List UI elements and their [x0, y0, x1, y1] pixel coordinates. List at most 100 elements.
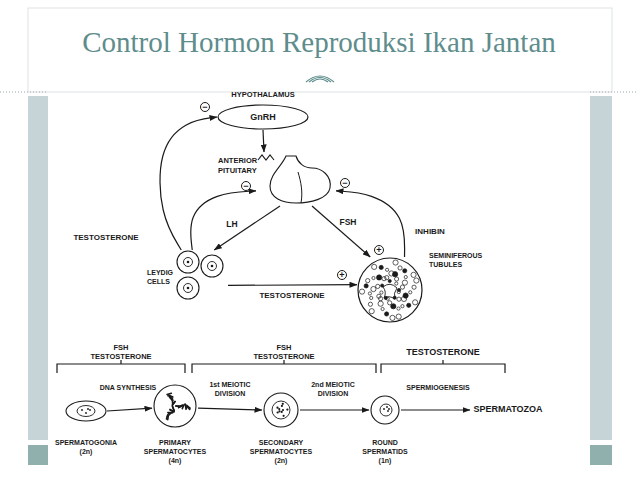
tubule-cell — [401, 305, 404, 308]
chromosome — [172, 402, 175, 405]
tubule-cell — [377, 294, 381, 298]
feedback-sign: − — [340, 178, 350, 188]
shape-outline — [256, 152, 336, 206]
chromatin — [87, 408, 89, 410]
tubule-cell — [407, 303, 411, 307]
tubule-cell — [411, 272, 416, 277]
tubule-cell — [390, 315, 395, 320]
tubule-cell — [378, 301, 383, 306]
tubule-cell — [412, 285, 416, 289]
chromatin — [278, 408, 280, 410]
tubule-cell — [380, 291, 383, 294]
stalk-zigzag — [258, 155, 274, 160]
tubule-cell — [359, 289, 364, 294]
tubule-cell — [398, 266, 402, 270]
cell-outline — [201, 255, 223, 277]
chromatin — [277, 411, 279, 413]
cell-nucleus — [208, 262, 217, 271]
cell-outline — [371, 396, 399, 424]
pituitary-gland: ANTERIOR PITUITARY — [256, 152, 336, 206]
chromatin — [278, 410, 280, 412]
tubule-cell — [401, 296, 406, 301]
hormone-label: TESTOSTERONE — [90, 352, 151, 361]
tubule-cell — [404, 275, 407, 278]
tubule-cell — [409, 291, 412, 294]
cell-outline — [177, 277, 199, 299]
chromatin — [383, 408, 385, 410]
tubule-cell — [372, 276, 375, 279]
nucleolus — [187, 261, 190, 264]
chromatin — [286, 408, 288, 410]
hormone-arrow — [214, 206, 280, 250]
chromosome — [170, 397, 173, 400]
tubule-cell — [369, 309, 374, 314]
chromatin — [89, 409, 91, 411]
chromatin — [386, 406, 388, 408]
tubule-cell — [396, 314, 401, 319]
node-label: PRIMARY SPERMATOCYTES — [135, 438, 215, 456]
hormone-arrow — [300, 409, 369, 410]
tubule-cell — [379, 265, 383, 269]
gland-outline — [270, 156, 330, 203]
node-label: SPERMATOGONIA — [46, 438, 126, 447]
edge-label: DNA SYNTHESIS — [88, 383, 168, 392]
feedback-sign: + — [374, 245, 384, 255]
chromatin — [276, 407, 278, 409]
node-label: HYPOTHALAMUS — [203, 90, 323, 100]
node-label: SPERMATOZOA — [470, 404, 546, 415]
title-ornament — [306, 76, 334, 82]
germ-cell: PRIMARY SPERMATOCYTES(4n) — [152, 384, 198, 428]
chromosome — [166, 415, 167, 419]
node-sublabel: (1n) — [345, 456, 425, 465]
edge-label: LH — [217, 219, 247, 230]
tubule-cell — [388, 279, 391, 282]
shape-outline — [369, 395, 401, 425]
nucleolus — [211, 265, 214, 268]
ellipse-outline — [218, 105, 308, 129]
leydig-cells: LEYDIG CELLS — [173, 250, 228, 302]
dotted-rule — [0, 92, 48, 93]
edge-label: 1st MEIOTIC DIVISION — [201, 380, 259, 398]
corner-accent — [28, 445, 48, 465]
hormone-arrow — [191, 191, 256, 250]
chromosome — [173, 406, 174, 410]
shape-outline — [357, 257, 423, 323]
tubule-cell — [402, 280, 407, 285]
edge-label: TESTOSTERONE — [247, 291, 337, 301]
tubule-cell — [385, 268, 388, 271]
chromatin — [387, 410, 389, 412]
shape-outline — [173, 250, 228, 302]
edge-label: SPERMIOGENESIS — [393, 383, 483, 392]
nucleolus — [187, 287, 190, 290]
cell-nucleus — [184, 284, 193, 293]
corner-accent — [590, 445, 612, 465]
cell-outline — [154, 385, 196, 427]
feedback-sign: − — [200, 102, 210, 112]
hormone-arrow — [263, 130, 264, 152]
tubule-cell — [413, 300, 418, 305]
node-label: LEYDIG CELLS — [147, 268, 179, 286]
tubule-cell — [372, 264, 377, 269]
tubule-cell — [368, 292, 371, 295]
lobe-divider — [298, 172, 302, 203]
node-label: SECONDARY SPERMATOCYTES — [241, 438, 321, 456]
tubule-cell — [366, 279, 370, 283]
chromosome — [169, 395, 173, 397]
hormone-arrow — [401, 409, 470, 410]
node-sublabel: (4n) — [135, 456, 215, 465]
germ-cell: SECONDARY SPERMATOCYTES(2n) — [262, 392, 300, 428]
tubule-cell — [368, 302, 372, 306]
hormone-label: TESTOSTERONE — [406, 348, 479, 357]
tubule-cell — [393, 260, 398, 265]
stage-bracket — [192, 360, 376, 373]
edge-label: 2nd MEIOTIC DIVISION — [304, 380, 362, 398]
node-sublabel: (2n) — [46, 447, 126, 456]
shape-outline — [65, 400, 107, 422]
chromatin — [388, 408, 390, 410]
hormone-label: FSH — [114, 343, 129, 352]
side-bar — [28, 96, 48, 440]
chromosome — [187, 406, 190, 409]
tubule-cell — [385, 276, 389, 280]
title-ornament — [312, 79, 328, 82]
